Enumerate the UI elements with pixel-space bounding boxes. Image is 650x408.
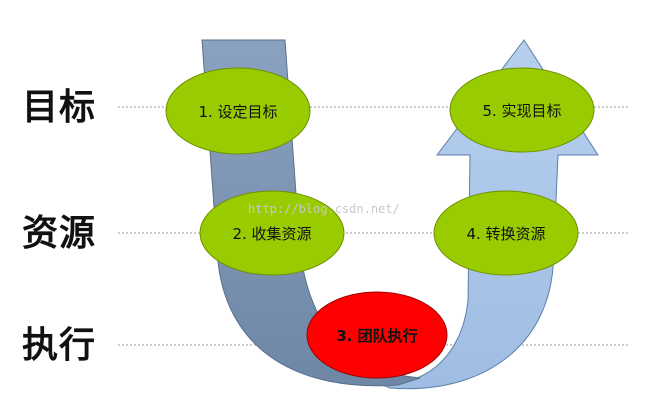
node-gather-resources: 2. 收集资源 [199,190,345,276]
row-label-execute: 执行 [22,325,97,366]
row-label-goal: 目标 [22,87,97,128]
node-convert-resources: 4. 转换资源 [433,190,579,276]
node-convert-resources-label: 4. 转换资源 [466,225,545,243]
node-gather-resources-label: 2. 收集资源 [232,225,311,243]
node-achieve-goal-label: 5. 实现目标 [482,102,561,120]
node-team-execution: 3. 团队执行 [306,291,448,379]
node-set-goal: 1. 设定目标 [165,67,311,155]
row-label-resource: 资源 [22,213,97,254]
node-achieve-goal: 5. 实现目标 [449,67,595,153]
watermark: http://blog.csdn.net/ [248,202,400,216]
node-team-execution-label: 3. 团队执行 [336,327,417,345]
node-set-goal-label: 1. 设定目标 [198,103,277,121]
